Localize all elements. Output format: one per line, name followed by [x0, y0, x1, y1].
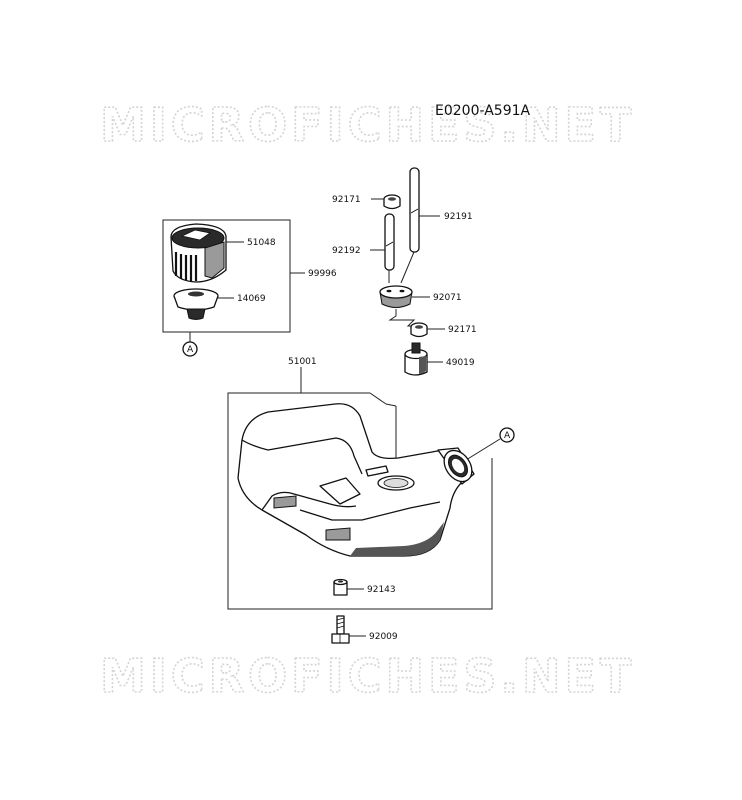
- watermark-bottom: MICROFICHES.NET: [100, 649, 635, 703]
- watermark-top: MICROFICHES.NET: [100, 98, 635, 152]
- cap-assembly-group: 99996 A: [162, 219, 337, 357]
- clip-92171-top-part: [383, 194, 401, 210]
- pipe-92192-part: [384, 213, 395, 271]
- label-92009: 92009: [369, 632, 398, 642]
- pipe-92191-part: [409, 167, 420, 253]
- callout-a-cap: [182, 341, 198, 357]
- clip-92171-bottom-part: [410, 322, 428, 338]
- bolt-92009-part: [331, 615, 350, 644]
- fuel-tank-part: [237, 403, 463, 557]
- label-14069: 14069: [237, 294, 266, 304]
- callout-a-tank: [499, 427, 515, 443]
- label-92171-bottom: 92171: [448, 325, 477, 335]
- fuel-filter-49019-part: [404, 342, 428, 376]
- tank-neck-part: [437, 447, 475, 485]
- callout-a-cap-letter: A: [187, 345, 194, 355]
- label-92192: 92192: [332, 246, 361, 256]
- fuel-cap-part: [170, 223, 227, 283]
- label-49019: 49019: [446, 358, 475, 368]
- tank-assembly-group: 51001 A: [227, 357, 515, 610]
- reference-code: E0200-A591A: [435, 103, 531, 119]
- bushing-92143-part: [333, 578, 348, 596]
- label-92143: 92143: [367, 585, 396, 595]
- label-99996: 99996: [308, 269, 337, 279]
- label-92071: 92071: [433, 293, 462, 303]
- callout-a-tank-letter: A: [504, 431, 511, 441]
- label-92191: 92191: [444, 212, 473, 222]
- label-92171-top: 92171: [332, 195, 361, 205]
- cap-gasket-part: [173, 288, 219, 320]
- grommet-92071-part: [379, 285, 413, 308]
- label-51001: 51001: [288, 357, 317, 367]
- label-51048: 51048: [247, 238, 276, 248]
